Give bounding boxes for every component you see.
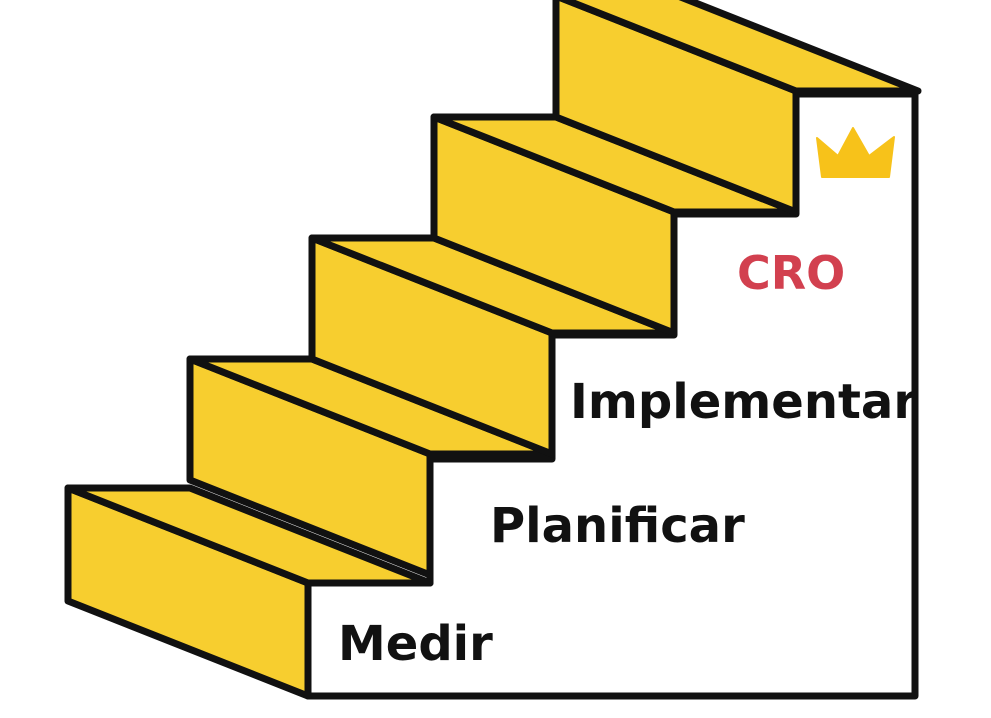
crown-icon xyxy=(816,127,895,178)
step-tread-1 xyxy=(64,484,434,587)
step-tread-5 xyxy=(556,0,922,95)
step-label-medir: Medir xyxy=(338,616,493,672)
step-label-implementar: Implementar xyxy=(570,374,917,430)
step-label-planificar: Planificar xyxy=(490,498,745,554)
step-label-cro: CRO xyxy=(737,246,846,300)
